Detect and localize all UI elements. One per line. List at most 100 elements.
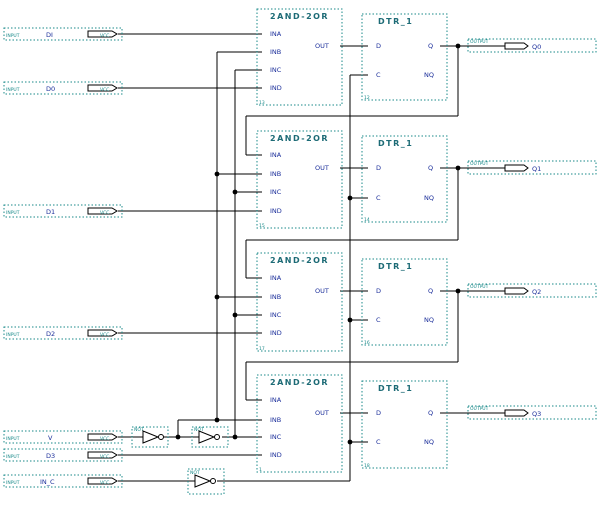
junction-dots bbox=[175, 43, 461, 445]
inverter-3[interactable]: NOT bbox=[187, 468, 225, 495]
input-pin-v[interactable]: INPUT V VCC bbox=[3, 430, 123, 444]
pin-q: Q bbox=[428, 409, 433, 417]
pin-nq: NQ bbox=[424, 71, 434, 79]
instance-number: 16 bbox=[364, 340, 370, 346]
input-pin-icon bbox=[87, 433, 118, 441]
and-or-block-3[interactable]: 2AND-2OR INA INB INC IND OUT 17 bbox=[256, 252, 343, 352]
pin-c: C bbox=[376, 438, 381, 446]
pin-inb: INB bbox=[270, 293, 281, 301]
input-pin-icon bbox=[87, 84, 118, 92]
block-title: 2AND-2OR bbox=[270, 12, 329, 21]
svg-text:OUTPUT: OUTPUT bbox=[470, 406, 489, 412]
input-pin-d0[interactable]: INPUT D0 VCC bbox=[3, 81, 123, 95]
input-name: D1 bbox=[46, 208, 55, 216]
svg-text:VCC: VCC bbox=[100, 33, 109, 39]
output-pin-q3[interactable]: OUTPUT Q3 bbox=[467, 405, 597, 420]
pin-out: OUT bbox=[315, 287, 329, 295]
input-name: D0 bbox=[46, 85, 55, 93]
pin-q: Q bbox=[428, 287, 433, 295]
input-pin-icon bbox=[87, 30, 118, 38]
instance-number: 15 bbox=[259, 223, 265, 229]
pin-q: Q bbox=[428, 164, 433, 172]
pin-out: OUT bbox=[315, 42, 329, 50]
svg-text:INPUT: INPUT bbox=[6, 454, 20, 460]
input-pin-icon bbox=[87, 451, 118, 459]
svg-text:INPUT: INPUT bbox=[6, 210, 20, 216]
svg-text:INPUT: INPUT bbox=[6, 332, 20, 338]
input-pin-icon bbox=[87, 207, 118, 215]
pin-inc: INC bbox=[270, 188, 282, 196]
pin-inc: INC bbox=[270, 433, 282, 441]
svg-text:NOT: NOT bbox=[194, 427, 204, 433]
flipflop-4[interactable]: DTR_1 D Q C NQ 18 bbox=[361, 380, 448, 469]
pin-ina: INA bbox=[270, 151, 282, 159]
output-pin-q0[interactable]: OUTPUT Q0 bbox=[467, 38, 597, 53]
block-title: DTR_1 bbox=[378, 139, 413, 148]
input-name: D3 bbox=[46, 452, 55, 460]
pin-c: C bbox=[376, 316, 381, 324]
pin-q: Q bbox=[428, 42, 433, 50]
input-pin-d2[interactable]: INPUT D2 VCC bbox=[3, 326, 123, 340]
output-pin-icon bbox=[504, 42, 529, 50]
and-or-block-4[interactable]: 2AND-2OR INA INB INC IND OUT 1 bbox=[256, 374, 343, 473]
output-name: Q0 bbox=[532, 43, 541, 51]
pin-d: D bbox=[376, 287, 381, 295]
instance-number: 17 bbox=[259, 346, 265, 352]
pin-ind: IND bbox=[270, 451, 282, 459]
svg-text:INPUT: INPUT bbox=[6, 87, 20, 93]
block-title: DTR_1 bbox=[378, 262, 413, 271]
instance-number: 14 bbox=[364, 217, 370, 223]
pin-nq: NQ bbox=[424, 438, 434, 446]
pin-ind: IND bbox=[270, 84, 282, 92]
svg-text:VCC: VCC bbox=[100, 332, 109, 338]
flipflop-3[interactable]: DTR_1 D Q C NQ 16 bbox=[361, 258, 448, 346]
pin-d: D bbox=[376, 42, 381, 50]
not-gate-icon bbox=[194, 474, 212, 488]
output-name: Q3 bbox=[532, 410, 541, 418]
input-pin-d1[interactable]: INPUT D1 VCC bbox=[3, 204, 123, 218]
instance-number: 13 bbox=[259, 100, 265, 106]
input-name: V bbox=[48, 434, 53, 442]
block-title: 2AND-2OR bbox=[270, 134, 329, 143]
pin-inb: INB bbox=[270, 170, 281, 178]
block-title: DTR_1 bbox=[378, 384, 413, 393]
inverter-1[interactable]: NOT bbox=[131, 426, 169, 448]
svg-text:OUTPUT: OUTPUT bbox=[470, 161, 489, 167]
svg-text:VCC: VCC bbox=[100, 436, 109, 442]
flipflop-1[interactable]: DTR_1 D Q C NQ 12 bbox=[361, 13, 448, 101]
svg-text:VCC: VCC bbox=[100, 210, 109, 216]
pin-ind: IND bbox=[270, 329, 282, 337]
pin-c: C bbox=[376, 194, 381, 202]
instance-number: 18 bbox=[364, 463, 370, 469]
not-gate-icon bbox=[142, 430, 160, 444]
input-pin-in-c[interactable]: INPUT IN_C VCC bbox=[3, 474, 123, 488]
block-title: 2AND-2OR bbox=[270, 256, 329, 265]
inverter-2[interactable]: NOT bbox=[191, 426, 229, 448]
svg-text:NOT: NOT bbox=[190, 470, 200, 476]
output-pin-icon bbox=[504, 164, 529, 172]
pin-out: OUT bbox=[315, 409, 329, 417]
pin-c: C bbox=[376, 71, 381, 79]
output-pin-q1[interactable]: OUTPUT Q1 bbox=[467, 160, 597, 175]
block-title: 2AND-2OR bbox=[270, 378, 329, 387]
pin-out: OUT bbox=[315, 164, 329, 172]
svg-text:VCC: VCC bbox=[100, 480, 109, 486]
output-name: Q1 bbox=[532, 165, 541, 173]
svg-text:VCC: VCC bbox=[100, 87, 109, 93]
output-pin-icon bbox=[504, 287, 529, 295]
block-title: DTR_1 bbox=[378, 17, 413, 26]
and-or-block-2[interactable]: 2AND-2OR INA INB INC IND OUT 15 bbox=[256, 130, 343, 229]
pin-d: D bbox=[376, 164, 381, 172]
output-name: Q2 bbox=[532, 288, 541, 296]
input-pin-d3[interactable]: INPUT D3 VCC bbox=[3, 448, 123, 462]
flipflop-2[interactable]: DTR_1 D Q C NQ 14 bbox=[361, 135, 448, 223]
output-pin-q2[interactable]: OUTPUT Q2 bbox=[467, 283, 597, 298]
svg-text:INPUT: INPUT bbox=[6, 33, 20, 39]
pin-ina: INA bbox=[270, 274, 282, 282]
pin-ina: INA bbox=[270, 30, 282, 38]
output-pin-icon bbox=[504, 409, 529, 417]
instance-number: 12 bbox=[364, 95, 370, 101]
and-or-block-1[interactable]: 2AND-2OR INA INB INC IND OUT 13 bbox=[256, 8, 343, 106]
input-pin-di[interactable]: INPUT DI VCC bbox=[3, 27, 123, 41]
